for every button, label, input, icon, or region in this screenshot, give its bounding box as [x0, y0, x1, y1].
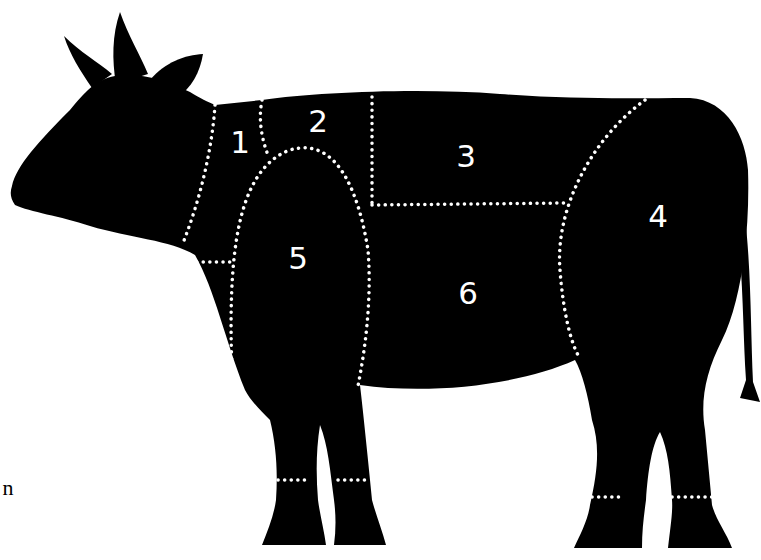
chuck-cut-line	[260, 100, 268, 155]
callout-number: 6	[458, 278, 478, 309]
hoof-cut-line	[592, 495, 625, 499]
callout-number: 4	[648, 201, 668, 232]
cut-lines	[183, 97, 714, 497]
round-cut-line	[560, 100, 645, 355]
shoulder-cut-line	[231, 148, 369, 386]
rib-cut-line	[370, 97, 374, 205]
right-horn	[113, 12, 148, 84]
brisket-cut-line	[190, 260, 230, 264]
hoof-cut-line	[338, 478, 368, 482]
callout-number: 2	[308, 106, 328, 137]
hoof-cut-line	[672, 495, 714, 499]
callout-number: 5	[288, 243, 308, 274]
cow-body	[11, 75, 749, 548]
callout-number: 3	[456, 141, 476, 172]
stray-letter: n	[3, 477, 14, 499]
callout-number: 1	[230, 127, 250, 158]
hoof-cut-line	[278, 478, 306, 482]
neck-cut-line	[183, 105, 215, 243]
cow-silhouette	[11, 12, 760, 548]
loin-cut-line	[372, 203, 565, 205]
